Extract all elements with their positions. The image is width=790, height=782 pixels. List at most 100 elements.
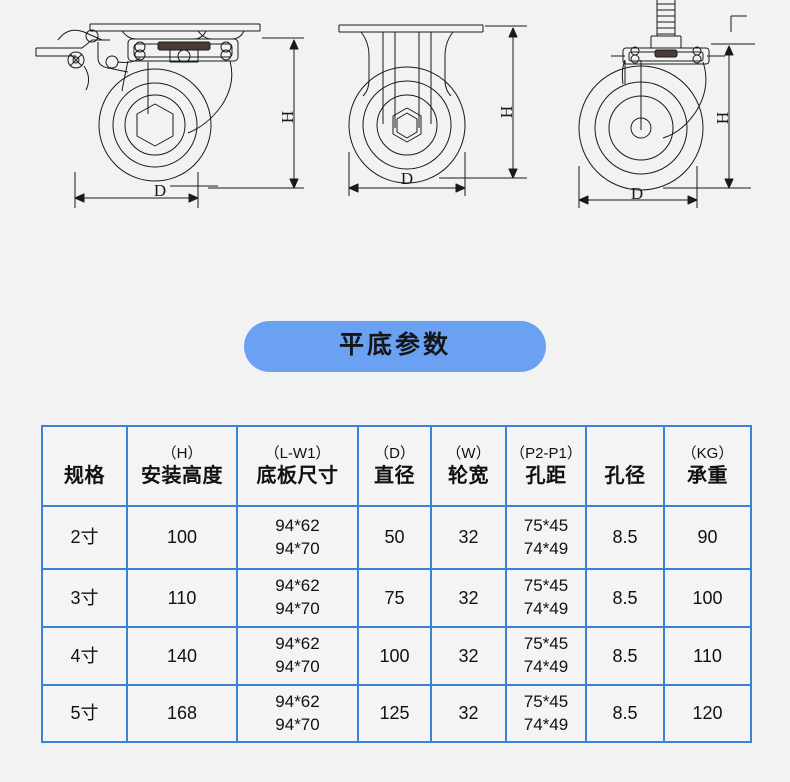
col-code-wheel-width: （W） [446,444,491,462]
table-row: 2寸 100 94*62 94*70 50 32 75*45 74*49 8.5… [41,505,752,570]
col-header-hole-spacing: （P2-P1） 孔距 [505,425,587,507]
dimension-height-H [208,37,304,189]
cell-hole-spacing: 75*45 74*49 [505,505,587,570]
wheel-icon [98,68,212,182]
cell-hole-diameter: 8.5 [585,626,665,686]
table-header-row: 规格 （H） 安装高度 （L-W1） 底板尺寸 （D） 直径 （W） 轮宽 [41,425,752,507]
value-wheel-width: 32 [458,527,479,548]
cell-install-height: 168 [126,684,238,743]
threaded-stem-icon [650,0,682,49]
cell-spec: 3寸 [41,568,128,628]
value-wheel-width: 32 [458,587,479,608]
value-hole-diameter: 8.5 [612,645,638,666]
col-label-diameter: 直径 [374,464,415,487]
col-label-wheel-width: 轮宽 [448,464,489,487]
col-header-hole-diameter: 孔径 [585,425,665,507]
caster-fork-icon [360,31,454,128]
col-label-install-height: 安装高度 [141,464,223,487]
cell-install-height: 110 [126,568,238,628]
cell-diameter: 125 [357,684,432,743]
value-wheel-width: 32 [458,703,479,724]
col-code-diameter: （D） [374,444,415,462]
col-header-spec: 规格 [41,425,128,507]
cell-wheel-width: 32 [430,684,507,743]
cell-load-capacity: 100 [663,568,752,628]
col-code-install-height: （H） [161,444,203,462]
table-row: 3寸 110 94*62 94*70 75 32 75*45 74*49 8.5… [41,568,752,628]
cell-plate-size: 94*62 94*70 [236,684,359,743]
table-row: 4寸 140 94*62 94*70 100 32 75*45 74*49 8.… [41,626,752,686]
spec-table-body: 2寸 100 94*62 94*70 50 32 75*45 74*49 8.5… [41,505,752,743]
col-header-wheel-width: （W） 轮宽 [430,425,507,507]
cell-install-height: 140 [126,626,238,686]
cell-hole-diameter: 8.5 [585,684,665,743]
value-install-height: 140 [166,645,198,666]
table-row: 5寸 168 94*62 94*70 125 32 75*45 74*49 8.… [41,684,752,743]
drawing-swivel-caster-with-brake: D H [30,0,320,225]
value-hole-spacing: 75*45 74*49 [523,691,569,734]
section-banner: 平底参数 [244,321,546,373]
value-install-height: 100 [166,527,198,548]
cell-spec: 5寸 [41,684,128,743]
value-hole-diameter: 8.5 [612,587,638,608]
value-load-capacity: 90 [697,527,718,548]
brake-lever-icon [35,29,141,91]
cell-diameter: 100 [357,626,432,686]
drawing-rigid-caster: D H [325,0,550,225]
value-hole-diameter: 8.5 [612,703,638,724]
value-plate-size: 94*62 94*70 [275,515,320,558]
cell-hole-spacing: 75*45 74*49 [505,626,587,686]
cell-plate-size: 94*62 94*70 [236,505,359,570]
dimension-height-H [473,25,527,179]
swivel-head-icon [127,38,239,63]
value-hole-spacing: 75*45 74*49 [523,515,569,558]
col-header-install-height: （H） 安装高度 [126,425,238,507]
value-spec: 5寸 [70,703,99,724]
cell-spec: 4寸 [41,626,128,686]
caster-top-plate-icon [89,23,261,40]
cell-diameter: 75 [357,568,432,628]
value-load-capacity: 110 [693,645,722,666]
value-plate-size: 94*62 94*70 [275,691,320,734]
value-spec: 4寸 [70,645,99,666]
value-spec: 3寸 [70,587,99,608]
dimension-diameter-D [578,166,721,208]
cell-wheel-width: 32 [430,568,507,628]
col-label-load-capacity: 承重 [687,464,728,487]
drawing-swivel-caster-threaded-stem: D H [565,0,790,225]
cell-spec: 2寸 [41,505,128,570]
cell-load-capacity: 90 [663,505,752,570]
value-hole-diameter: 8.5 [612,527,638,548]
value-hole-spacing: 75*45 74*49 [523,576,569,618]
cell-hole-diameter: 8.5 [585,568,665,628]
value-diameter: 50 [384,527,405,548]
swivel-head-icon [611,46,725,65]
wheel-icon [578,65,704,191]
spec-table-head: 规格 （H） 安装高度 （L-W1） 底板尺寸 （D） 直径 （W） 轮宽 [41,425,752,507]
cell-plate-size: 94*62 94*70 [236,626,359,686]
spec-table-wrap: 规格 （H） 安装高度 （L-W1） 底板尺寸 （D） 直径 （W） 轮宽 [41,425,752,743]
cell-hole-spacing: 75*45 74*49 [505,684,587,743]
value-install-height: 168 [166,703,198,724]
value-diameter: 125 [379,703,410,724]
value-load-capacity: 100 [692,587,723,608]
value-load-capacity: 120 [692,703,723,724]
dimension-diameter-D [348,152,485,196]
cell-install-height: 100 [126,505,238,570]
value-plate-size: 94*62 94*70 [275,634,320,676]
col-label-hole-spacing: 孔距 [525,464,567,487]
col-header-plate-size: （L-W1） 底板尺寸 [236,425,359,507]
cell-load-capacity: 120 [663,684,752,743]
cell-load-capacity: 110 [663,626,752,686]
section-banner-wrap: 平底参数 [0,321,790,373]
value-hole-spacing: 75*45 74*49 [523,634,569,676]
value-spec: 2寸 [70,527,99,548]
col-header-load-capacity: （KG） 承重 [663,425,752,507]
col-header-diameter: （D） 直径 [357,425,432,507]
caster-fork-icon [621,59,707,139]
cell-hole-spacing: 75*45 74*49 [505,568,587,628]
value-install-height: 110 [167,587,197,608]
cell-wheel-width: 32 [430,626,507,686]
col-code-spec [43,445,126,463]
cell-hole-diameter: 8.5 [585,505,665,570]
